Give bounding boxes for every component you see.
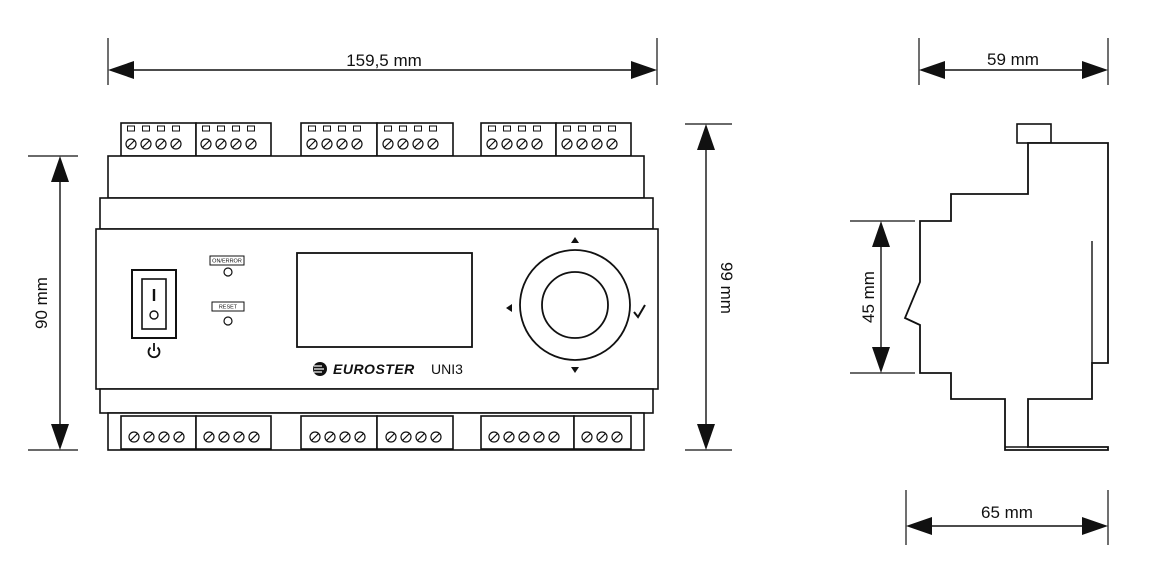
power-switch[interactable] (131, 269, 177, 339)
brand-name: EUROSTER (333, 361, 415, 377)
front-body-height-label: 90 mm (32, 277, 51, 329)
status-led-label: ON/ERROR (212, 259, 242, 265)
side-rail-height-dimension (850, 220, 915, 374)
confirm-check-icon (633, 304, 646, 319)
front-view (28, 38, 732, 451)
up-arrow-icon (571, 237, 579, 243)
model-name: UNI3 (431, 361, 463, 377)
side-bottom-width-dimension (905, 490, 1109, 545)
power-icon (147, 343, 161, 359)
left-arrow-icon (506, 304, 512, 312)
housing-lower-tier (99, 388, 654, 414)
side-view (850, 38, 1109, 545)
reset-led-label: RESET (219, 305, 238, 311)
euroster-logo (313, 362, 327, 376)
front-width-label: 159,5 mm (346, 51, 422, 70)
top-terminal-blocks (120, 122, 632, 157)
side-bottom-width-label: 65 mm (981, 503, 1033, 522)
top-connector-tab (1016, 123, 1052, 144)
reset-led (211, 301, 245, 326)
bottom-terminal-blocks (120, 415, 632, 450)
side-rail-height-label: 45 mm (859, 271, 878, 323)
side-top-width-label: 59 mm (987, 50, 1039, 69)
front-width-dimension (107, 38, 658, 85)
front-total-height-label: 99 mm (717, 262, 736, 314)
front-total-height-dimension (685, 123, 732, 451)
side-profile-outline (903, 142, 1109, 451)
navigation-knob[interactable] (519, 249, 631, 361)
housing-top-tier (107, 155, 645, 199)
lcd-display (296, 252, 473, 348)
down-arrow-icon (571, 367, 579, 373)
housing-upper-tier (99, 197, 654, 230)
status-led (209, 255, 245, 277)
side-top-width-dimension (918, 38, 1109, 85)
front-body-height-dimension (28, 155, 78, 451)
